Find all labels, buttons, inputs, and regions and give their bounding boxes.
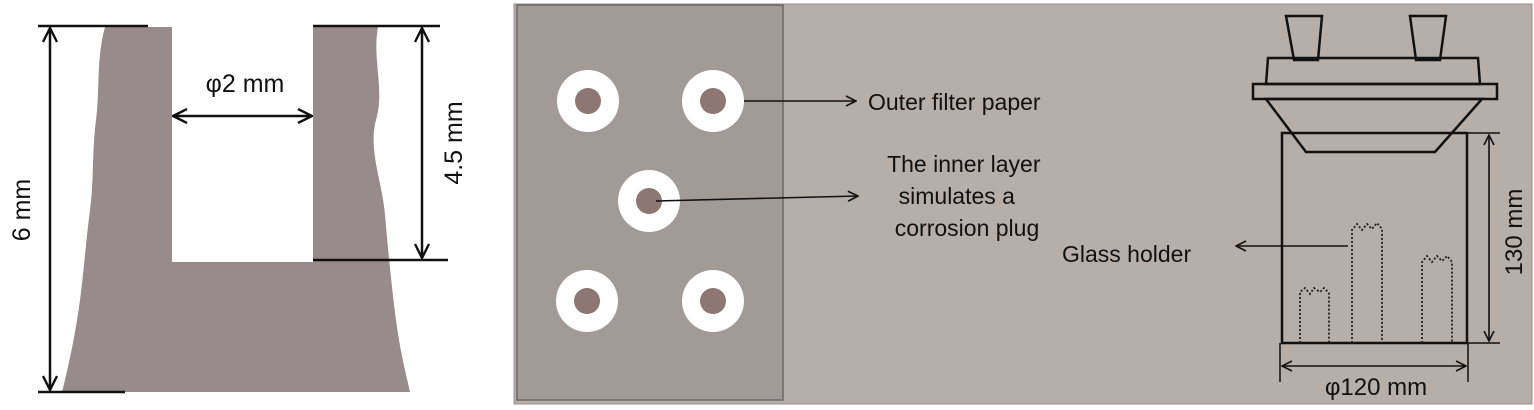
container-height-dimension: 130 mm [1467,132,1528,344]
height-label: 6 mm [8,179,36,242]
sample-ring [556,270,618,332]
outer-paper-label: Outer filter paper [868,89,1041,115]
sample-ring [618,170,680,232]
sample-body [62,27,410,392]
lid-knob-right [1408,14,1448,62]
plug-dot [700,288,726,314]
opening-dimension: φ2 mm [173,70,312,116]
plug-dot [574,288,600,314]
sample-ring [557,70,619,132]
glass-holder-short [1299,286,1330,343]
test-apparatus [1251,14,1499,345]
opening-label: φ2 mm [206,70,285,98]
filter-samples [556,70,744,332]
inner-layer-line-2: simulates a [899,183,1016,209]
plug-dot [700,88,726,114]
sample-ring [682,270,744,332]
funnel [1263,97,1485,154]
glass-holder-tall [1351,221,1383,343]
height-dimension: 6 mm [8,24,148,394]
diameter-label: φ120 mm [1325,374,1427,401]
glass-holder-mid [1421,254,1453,343]
container-height-label: 130 mm [1501,189,1528,276]
inner-layer-leader [655,196,858,201]
plug-dot [575,88,601,114]
depth-label: 4.5 mm [440,101,468,184]
container-diameter-dimension: φ120 mm [1279,343,1469,401]
lid-knob-left [1284,14,1324,62]
inner-layer-line-1: The inner layer [887,151,1041,177]
sample-cross-section [62,27,410,392]
plug-dot [636,188,662,214]
right-panel: Outer filter paper The inner layer simul… [513,3,1533,405]
depth-dimension: 4.5 mm [313,24,468,262]
glass-holder-label: Glass holder [1062,241,1191,267]
sample-ring [682,70,744,132]
inner-layer-label: The inner layer simulates a corrosion pl… [887,151,1047,241]
glass-container [1280,131,1469,345]
inner-layer-line-3: corrosion plug [895,215,1039,241]
